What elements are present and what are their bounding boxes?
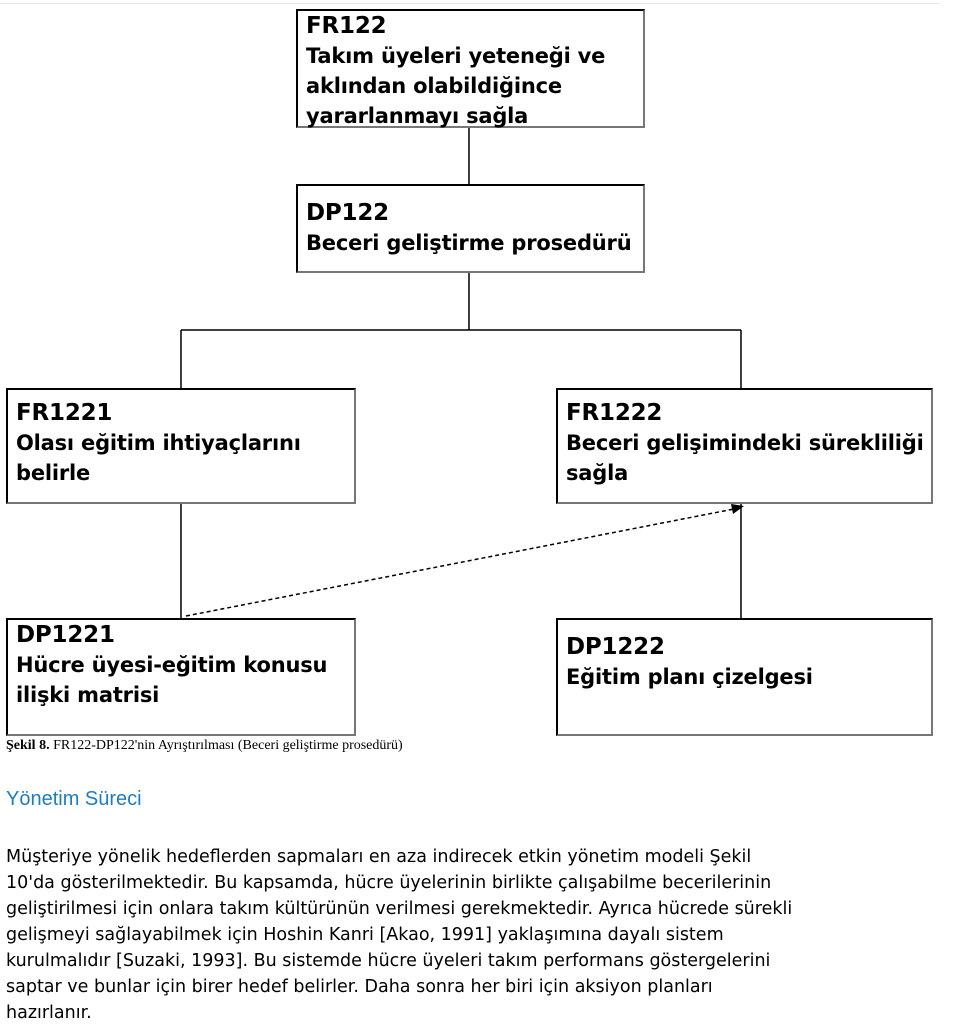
paragraph-line: hazırlanır. <box>6 1003 92 1023</box>
box-line: Hücre üyesi-eğitim konusu <box>16 653 328 677</box>
box-code: FR1221 <box>16 400 113 426</box>
caption-text: FR122-DP122'nin Ayrıştırılması (Beceri g… <box>49 738 403 753</box>
box-dp1222: DP1222 Eğitim planı çizelgesi <box>556 618 933 736</box>
paragraph-line: gelişmeyi sağlayabilmek için Hoshin Kanr… <box>6 925 724 945</box>
box-line: Eğitim planı çizelgesi <box>566 665 813 689</box>
diagram-connectors <box>180 127 744 618</box>
box-line: yararlanmayı sağla <box>306 104 529 128</box>
box-code: FR1222 <box>566 400 663 426</box>
box-line: Beceri geliştirme prosedürü <box>306 231 632 255</box>
box-code: FR122 <box>306 13 387 39</box>
box-code: DP1222 <box>566 634 665 660</box>
top-divider <box>0 3 940 4</box>
box-line: Beceri gelişimindeki sürekliliği <box>566 431 924 455</box>
box-dp1221: DP1221 Hücre üyesi-eğitim konusu ilişki … <box>6 618 356 736</box>
box-code: DP122 <box>306 200 389 226</box>
arrow-head-icon <box>731 504 744 514</box>
box-line: ilişki matrisi <box>16 683 160 707</box>
paragraph-line: 10'da gösterilmektedir. Bu kapsamda, hüc… <box>6 873 772 893</box>
box-line: Olası eğitim ihtiyaçlarını <box>16 431 301 455</box>
box-code: DP1221 <box>16 622 115 648</box>
box-line: sağla <box>566 461 629 485</box>
paragraph-line: kurulmalıdır [Suzaki, 1993]. Bu sistemde… <box>6 951 771 971</box>
box-line: belirle <box>16 461 91 485</box>
box-dp122: DP122 Beceri geliştirme prosedürü <box>296 184 645 273</box>
paragraph-line: Müşteriye yönelik hedeflerden sapmaları … <box>6 847 752 867</box>
box-fr1222: FR1222 Beceri gelişimindeki sürekliliği … <box>556 388 933 504</box>
box-fr122: FR122 Takım üyeleri yeteneği ve aklından… <box>296 9 645 128</box>
body-paragraph: Müşteriye yönelik hedeflerden sapmaları … <box>6 844 958 1026</box>
paragraph-line: saptar ve bunlar için birer hedef belirl… <box>6 977 713 997</box>
caption-label: Şekil 8. <box>6 738 50 753</box>
dependency-arrow-dashed <box>185 508 735 617</box>
figure-caption: Şekil 8. FR122-DP122'nin Ayrıştırılması … <box>6 738 403 754</box>
box-fr1221: FR1221 Olası eğitim ihtiyaçlarını belirl… <box>6 388 356 504</box>
box-line: Takım üyeleri yeteneği ve <box>306 44 606 68</box>
section-title: Yönetim Süreci <box>6 788 142 810</box>
box-line: aklından olabildiğince <box>306 74 562 98</box>
paragraph-line: geliştirilmesi için onlara takım kültürü… <box>6 899 793 919</box>
